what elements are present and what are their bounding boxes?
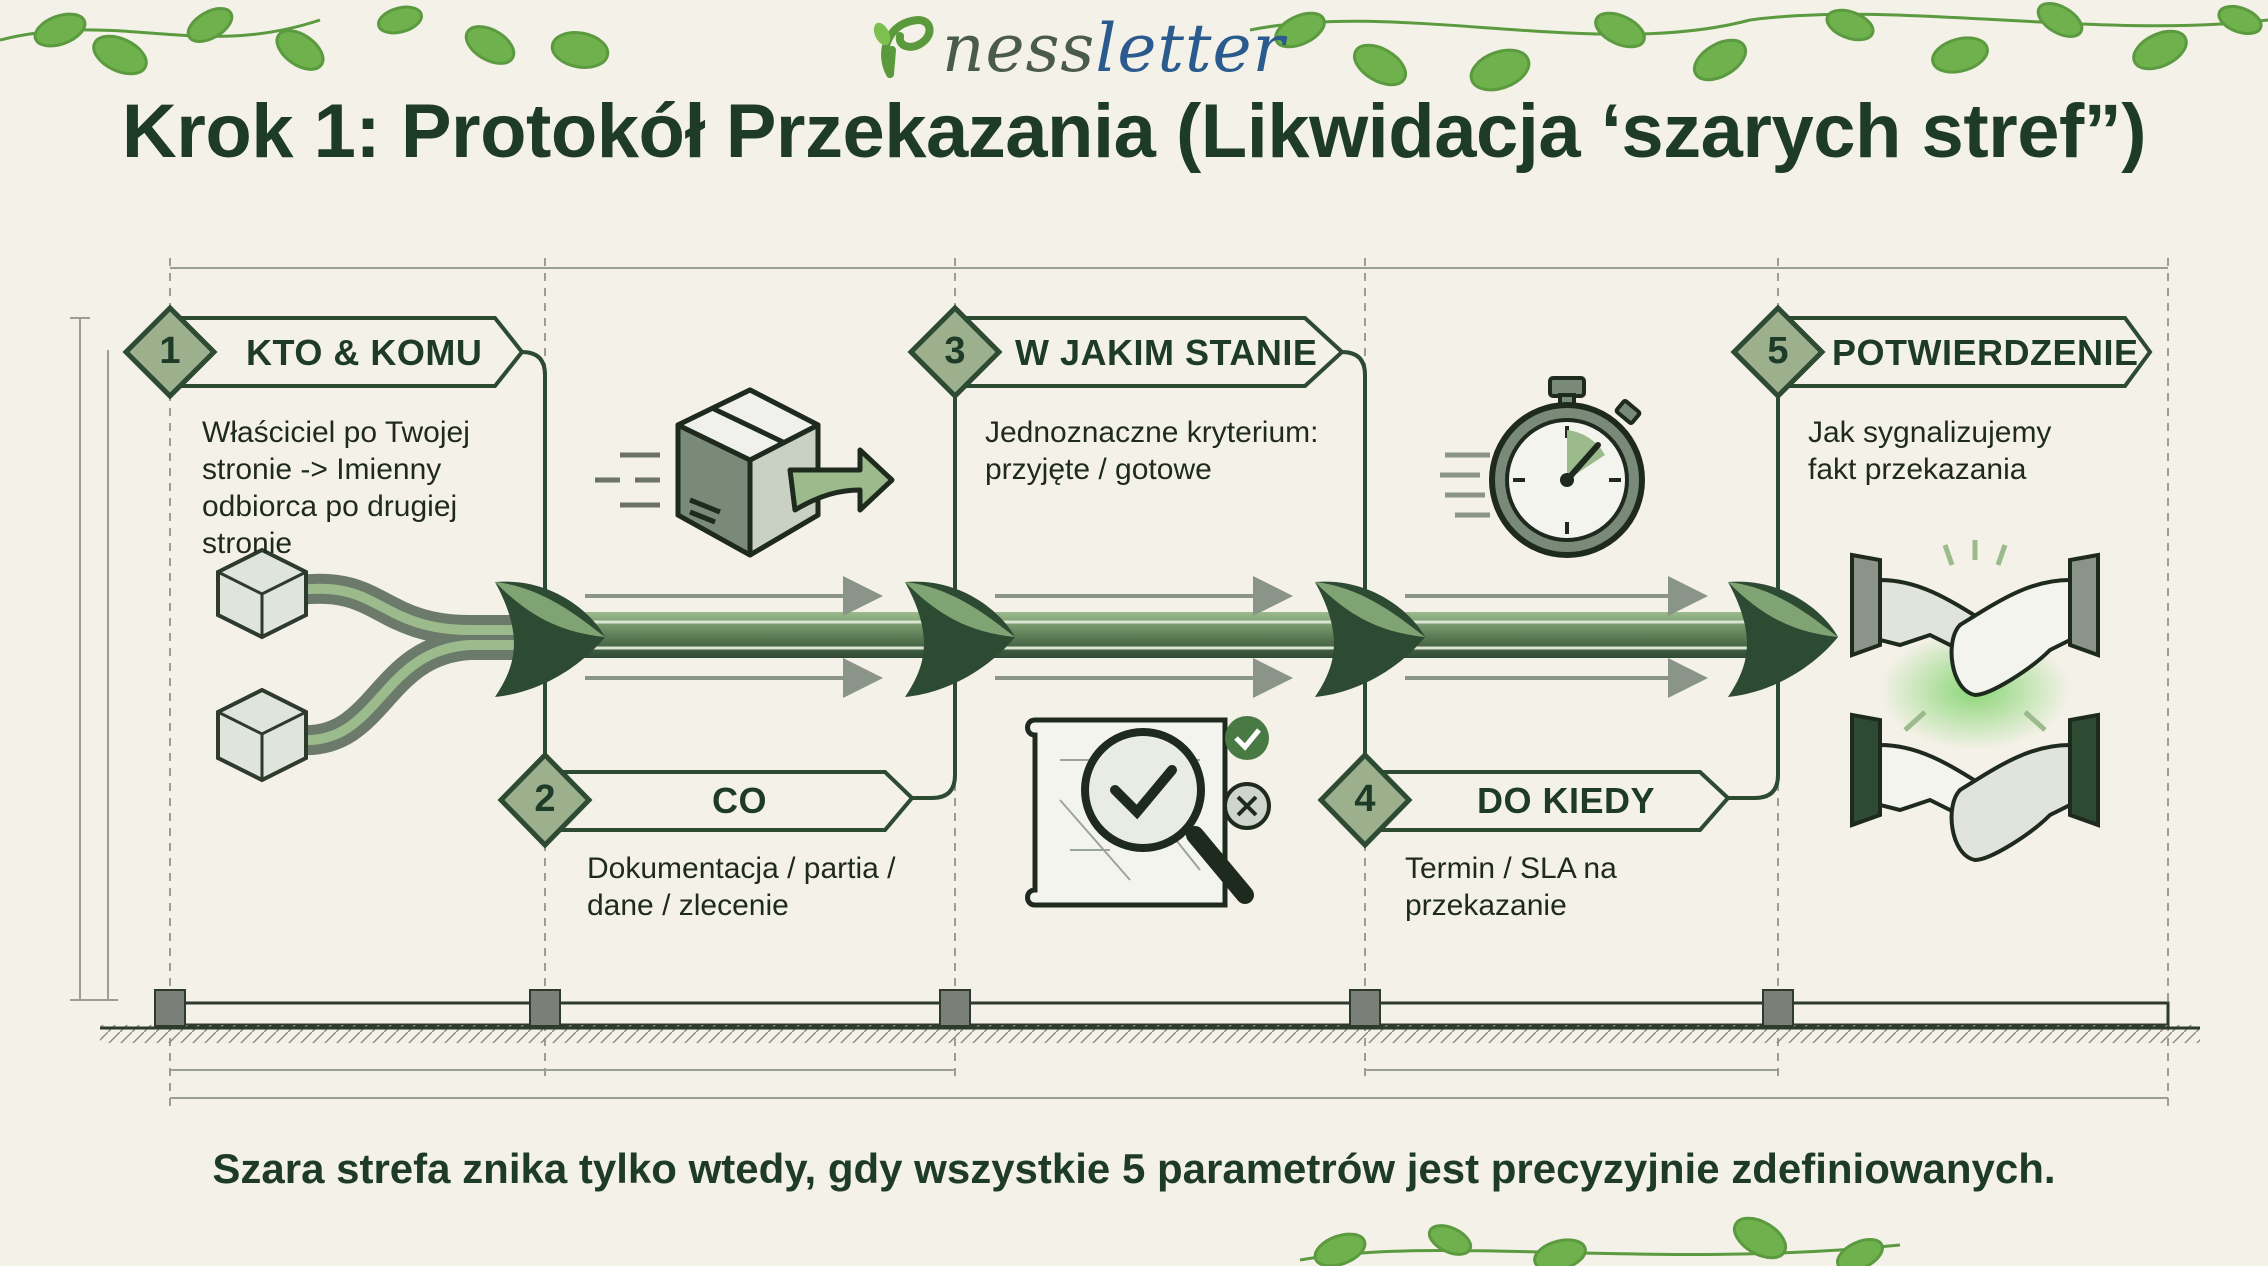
flow-beam (560, 576, 1790, 698)
step-2-label: CO (712, 780, 767, 821)
timeline-foundation (100, 989, 2200, 1043)
footer-caption: Szara strefa znika tylko wtedy, gdy wszy… (212, 1145, 2056, 1192)
leaf-logo-icon (873, 15, 934, 78)
vine-decoration-bottom (1299, 1216, 1901, 1266)
step-5-label: POTWIERDZENIE (1832, 332, 2139, 373)
step-5-description: Jak sygnalizujemy fakt przekazania (1808, 416, 2052, 486)
step-4-label: DO KIEDY (1477, 780, 1656, 821)
step-4-description: Termin / SLA na przekazanie (1405, 852, 1617, 922)
brand-name-part2: letter (1095, 9, 1286, 87)
vine-decoration-top (0, 2, 2268, 92)
handshake-icon (1850, 540, 2100, 863)
step-tags (168, 316, 2153, 832)
stakeholders-icon (216, 547, 560, 783)
step-2-number: 2 (534, 778, 556, 820)
step-3-number: 3 (944, 330, 966, 372)
step-number-diamonds (122, 304, 1826, 849)
step-3-description: Jednoznaczne kryterium: przyjęte / gotow… (985, 416, 1319, 486)
step-1-description: Właściciel po Twojej stronie -> Imienny … (202, 416, 470, 560)
page-title: Krok 1: Protokół Przekazania (Likwidacja… (121, 89, 2147, 174)
step-5-number: 5 (1767, 330, 1789, 372)
step-1-number: 1 (159, 330, 181, 372)
step-1-label: KTO & KOMU (246, 332, 483, 373)
brand-name-part1: ness (942, 9, 1096, 87)
leaf-markers (495, 581, 1838, 697)
step-3-label: W JAKIM STANIE (1015, 332, 1318, 373)
step-2-description: Dokumentacja / partia / dane / zlecenie (587, 852, 896, 922)
magnifier-check-icon (1025, 716, 1271, 908)
box-shipping-icon (595, 387, 895, 558)
step-4-number: 4 (1354, 778, 1376, 820)
stopwatch-icon (1440, 376, 1645, 558)
